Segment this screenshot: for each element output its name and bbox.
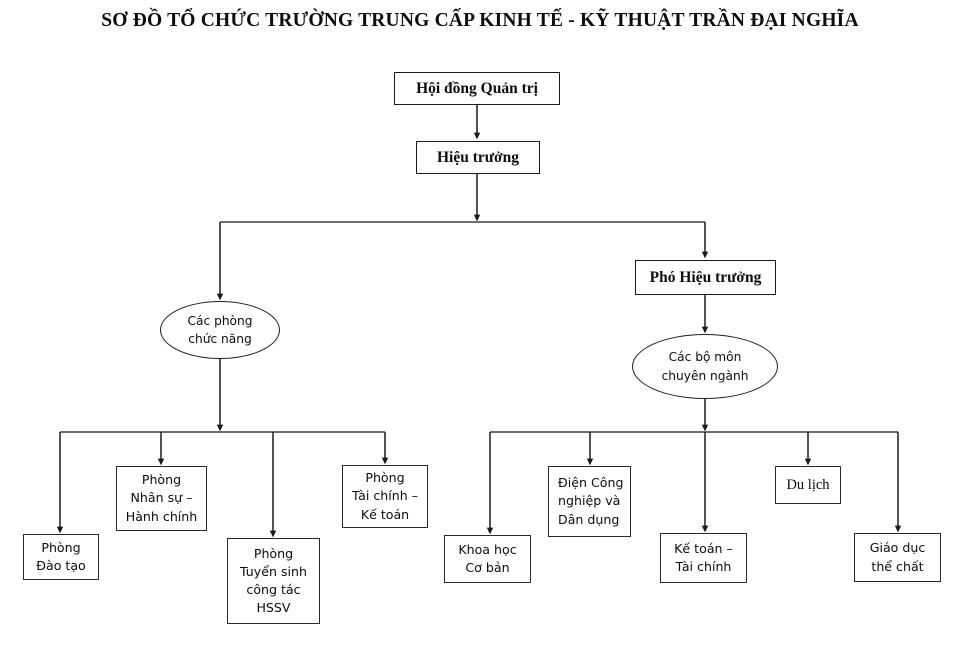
node-subject-industrial-civil-electricity[interactable]: Điện Công nghiệp và Dân dụng — [548, 466, 631, 537]
node-label: Các phòng chức năng — [187, 313, 253, 346]
node-department-admissions-student-affairs[interactable]: Phòng Tuyển sinh công tác HSSV — [227, 538, 320, 624]
node-label: Điện Công nghiệp và Dân dụng — [558, 475, 624, 527]
node-department-training[interactable]: Phòng Đào tạo — [23, 534, 99, 580]
node-label: Phòng Tài chính – Kế toán — [351, 470, 419, 522]
node-label: Kế toán – Tài chính — [674, 540, 733, 574]
node-department-finance-accounting[interactable]: Phòng Tài chính – Kế toán — [342, 465, 428, 528]
node-label: Phòng Nhân sự – Hành chính — [125, 472, 198, 524]
node-label: Phó Hiệu trưởng — [649, 268, 762, 286]
node-label: Phòng Tuyển sinh công tác HSSV — [240, 545, 307, 616]
node-board-of-directors[interactable]: Hội đồng Quản trị — [394, 72, 560, 105]
node-subject-accounting-finance[interactable]: Kế toán – Tài chính — [660, 533, 747, 583]
page-title: SƠ ĐỒ TỔ CHỨC TRƯỜNG TRUNG CẤP KINH TẾ -… — [101, 10, 859, 31]
node-label: Phòng Đào tạo — [36, 539, 86, 573]
node-subject-basic-science[interactable]: Khoa học Cơ bản — [444, 535, 531, 583]
node-label: Hiệu trưởng — [436, 148, 520, 166]
node-vice-principal[interactable]: Phó Hiệu trưởng — [635, 260, 776, 295]
node-department-hr-administration[interactable]: Phòng Nhân sự – Hành chính — [116, 466, 207, 531]
node-label: Giáo dục thể chất — [869, 540, 926, 574]
node-subject-physical-education[interactable]: Giáo dục thể chất — [854, 533, 941, 582]
node-principal[interactable]: Hiệu trưởng — [416, 141, 540, 174]
node-label: Khoa học Cơ bản — [458, 541, 517, 575]
node-specialized-departments-group[interactable]: Các bộ môn chuyên ngành — [632, 334, 778, 399]
node-label: Du lịch — [786, 476, 830, 493]
node-functional-departments-group[interactable]: Các phòng chức năng — [160, 301, 280, 359]
node-label: Các bộ môn chuyên ngành — [661, 350, 749, 383]
node-subject-tourism[interactable]: Du lịch — [775, 466, 841, 504]
node-label: Hội đồng Quản trị — [416, 79, 538, 97]
